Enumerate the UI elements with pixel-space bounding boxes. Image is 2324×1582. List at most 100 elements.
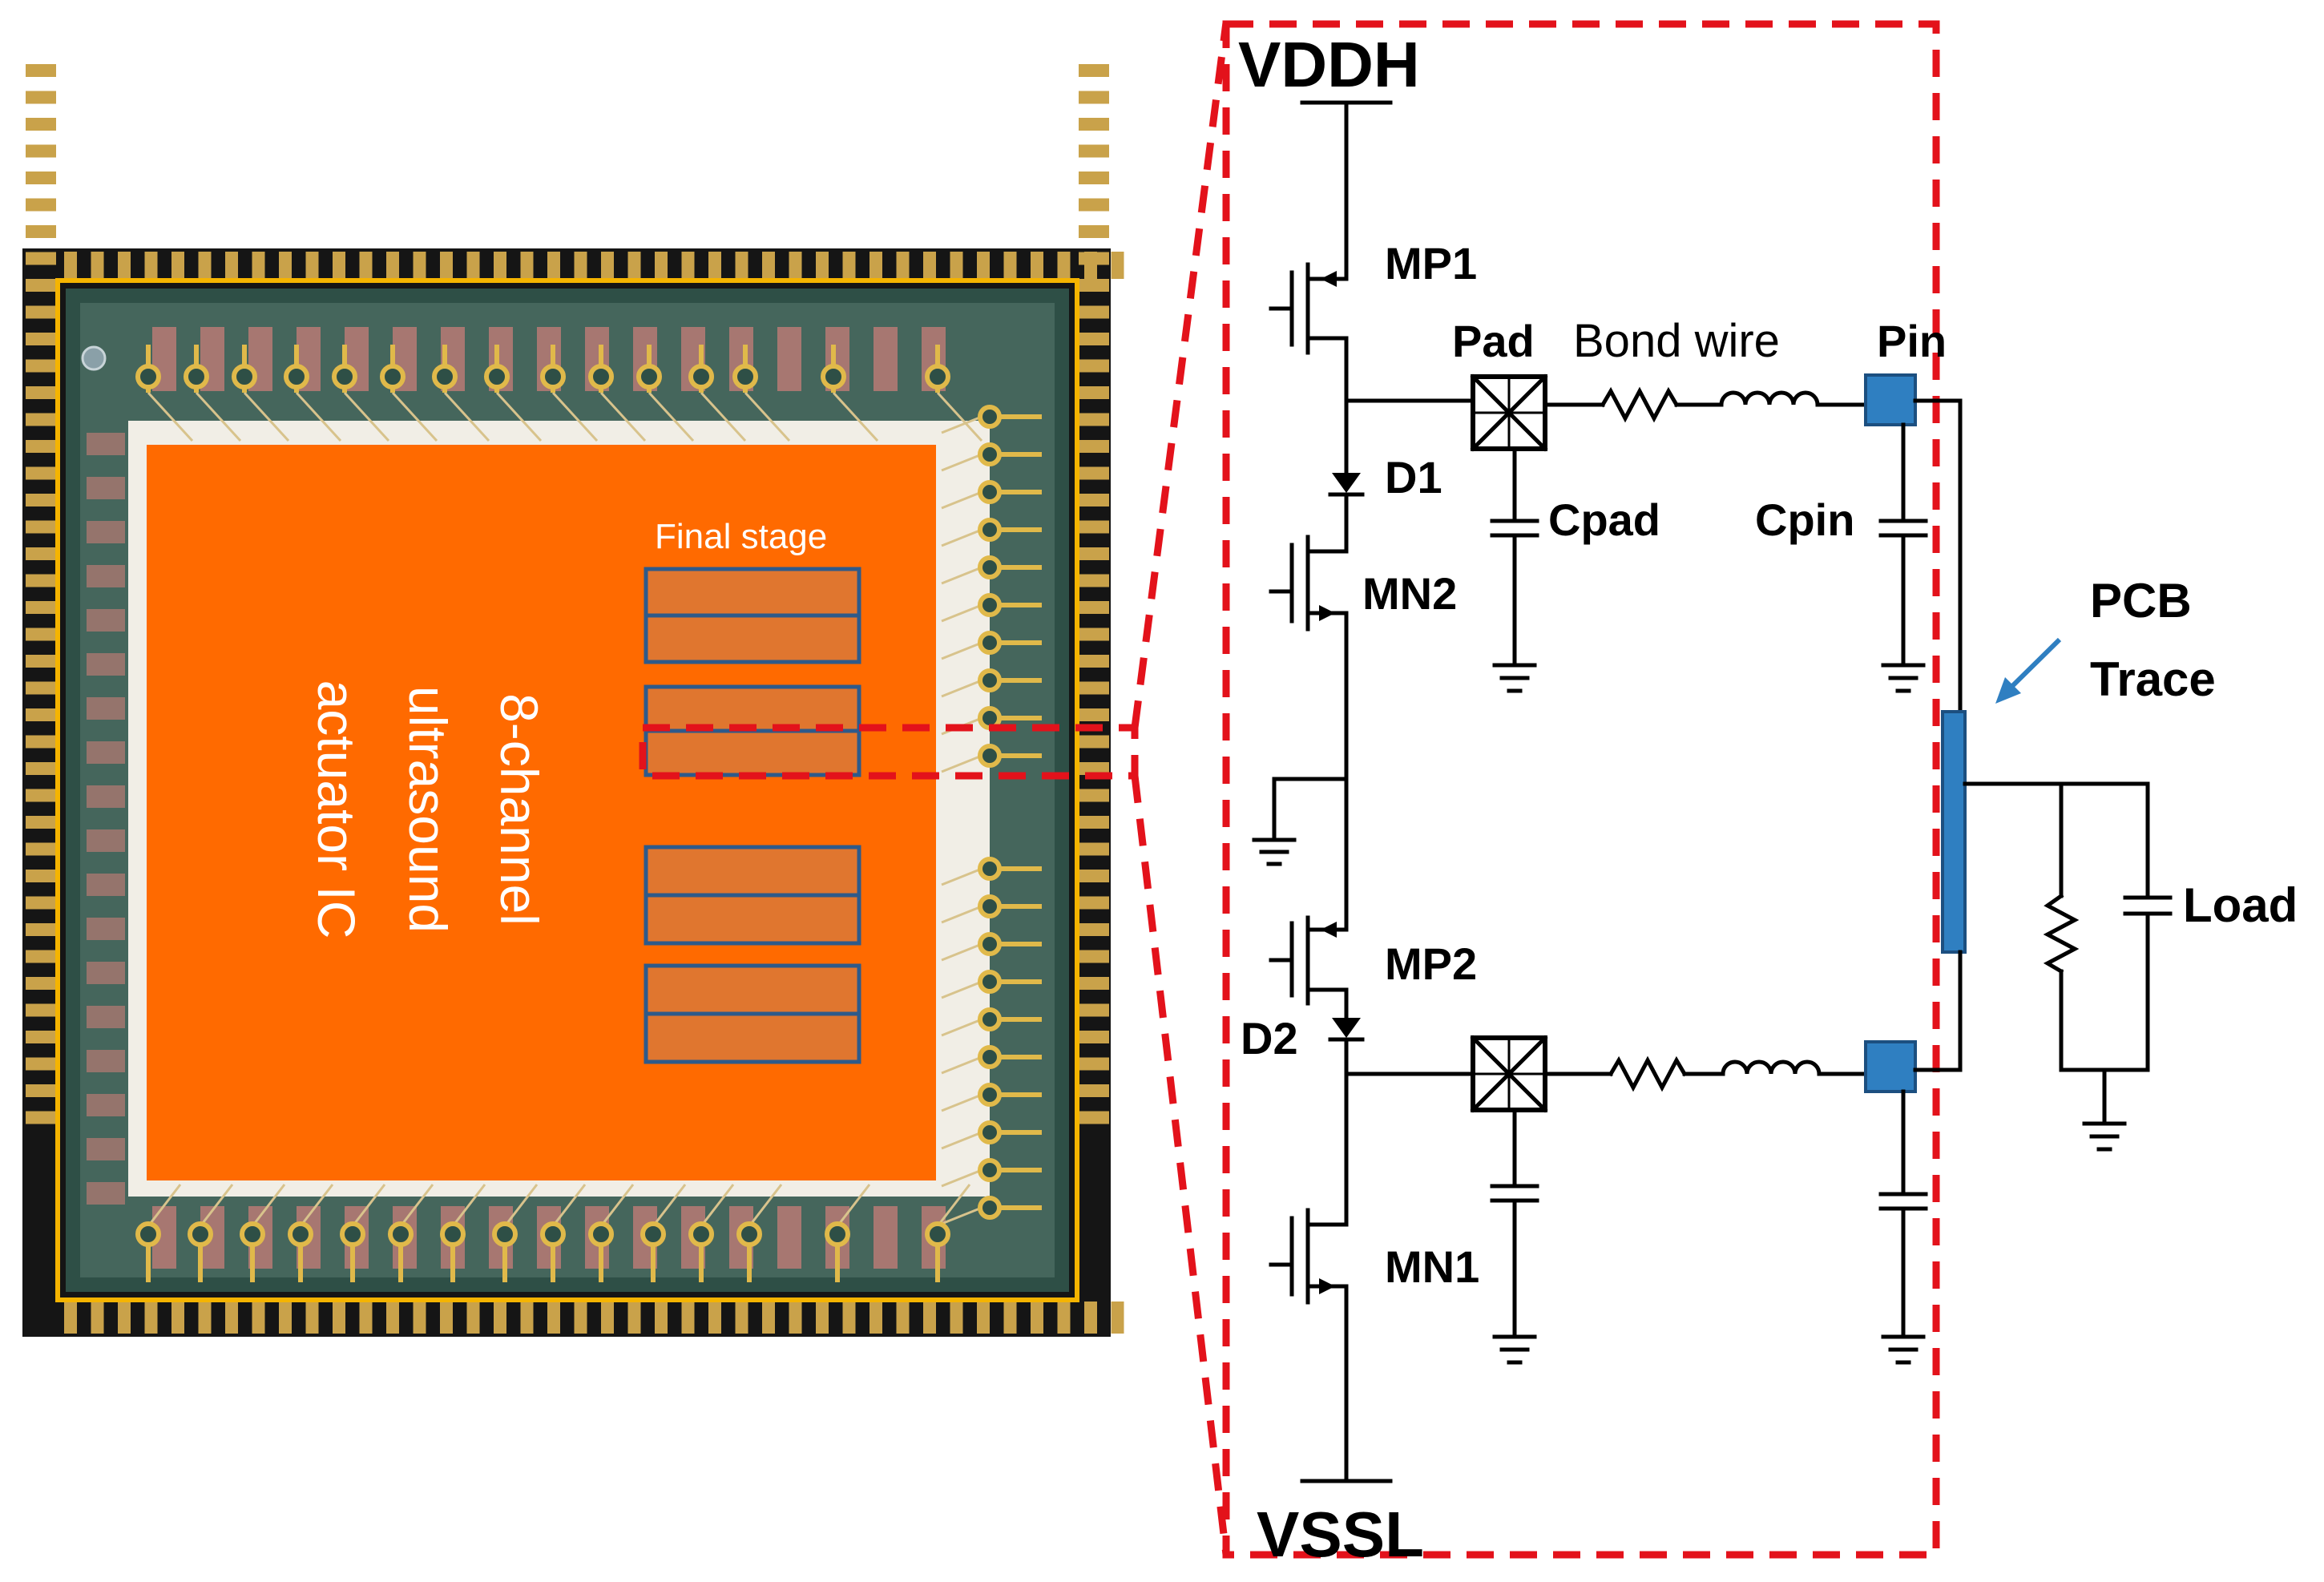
- lead-finger: [494, 1302, 506, 1334]
- lead-finger: [26, 440, 56, 453]
- bond-pad: [440, 1221, 466, 1247]
- lead-finger: [1079, 91, 1109, 104]
- transistor-mn1: [1269, 1208, 1349, 1483]
- lead-finger: [816, 252, 829, 279]
- lead-finger: [627, 1302, 641, 1334]
- lead-finger: [735, 1302, 748, 1334]
- bond-wire-strand: [941, 415, 982, 434]
- bond-wire-strand: [343, 391, 390, 442]
- pin-bottom: [1864, 1040, 1917, 1093]
- lead-finger: [26, 520, 56, 534]
- bond-wire-strand: [941, 1206, 982, 1225]
- bond-wire-strand: [299, 1184, 334, 1227]
- lead-finger: [601, 252, 614, 279]
- lead-finger: [26, 574, 56, 587]
- lead-finger: [333, 1302, 345, 1334]
- lead-finger: [789, 252, 802, 279]
- bond-pad: [978, 593, 1002, 617]
- bond-wire-strand: [941, 490, 982, 510]
- lead-finger: [762, 252, 775, 279]
- bond-wire-strand: [391, 391, 438, 442]
- pad-bottom: [1470, 1035, 1548, 1113]
- bond-wire-strand: [941, 1018, 982, 1037]
- lead-finger: [26, 1031, 56, 1043]
- lead-finger: [64, 252, 77, 279]
- bond-pad: [821, 364, 846, 389]
- label-pin: Pin: [1877, 316, 1947, 366]
- bond-wire-strand: [295, 391, 342, 442]
- bond-pad: [978, 480, 1002, 504]
- bond-pad: [135, 364, 161, 389]
- lead-finger: [896, 1302, 910, 1334]
- bond-wire-strand: [199, 1184, 234, 1227]
- schematic: VDDH VSSL MP1 D1: [1238, 29, 2298, 1570]
- io-pad: [87, 741, 125, 764]
- bond-pad: [484, 364, 510, 389]
- lead-finger: [171, 252, 184, 279]
- bond-pad: [825, 1221, 850, 1247]
- lead-finger: [26, 977, 56, 990]
- bond-pad: [978, 894, 1002, 918]
- io-pad: [777, 1206, 801, 1269]
- bond-pad: [736, 1221, 762, 1247]
- lead-finger: [386, 252, 399, 279]
- bond-wire-strand: [936, 391, 983, 442]
- bond-pad: [232, 364, 257, 389]
- lead-finger: [869, 252, 882, 279]
- lead-finger: [708, 1302, 721, 1334]
- lead-finger: [1079, 1084, 1109, 1097]
- lead-finger: [26, 386, 56, 399]
- bond-pad: [688, 364, 714, 389]
- lead-finger: [26, 1057, 56, 1071]
- io-pad: [87, 874, 125, 896]
- lead-finger: [440, 252, 453, 279]
- lead-finger: [305, 1302, 319, 1334]
- bond-pad: [978, 970, 1002, 994]
- lead-finger: [466, 1302, 480, 1334]
- bond-pad: [135, 1221, 161, 1247]
- transistor-mn2: [1269, 535, 1349, 781]
- lead-finger: [923, 252, 936, 279]
- lead-finger: [1057, 252, 1071, 279]
- lead-finger: [26, 896, 56, 910]
- label-bond-wire: Bond wire: [1573, 315, 1780, 367]
- lead-finger: [923, 1302, 936, 1334]
- lead-finger: [252, 252, 265, 279]
- final-stage-label: Final stage: [655, 517, 827, 556]
- lead-finger: [681, 252, 695, 279]
- lead-finger: [26, 950, 56, 963]
- lead-finger: [1079, 735, 1109, 749]
- lead-finger: [359, 252, 373, 279]
- bond-pad: [380, 364, 405, 389]
- io-pad: [87, 918, 125, 940]
- lead-finger: [681, 1302, 695, 1334]
- lead-finger: [118, 1302, 131, 1334]
- lead-finger: [977, 252, 990, 279]
- bond-wire-strand: [748, 1184, 783, 1227]
- lead-finger: [279, 252, 292, 279]
- bond-pad: [978, 1045, 1002, 1069]
- zoom-box: [1222, 20, 1940, 1559]
- lead-finger: [413, 1302, 426, 1334]
- bond-pad: [978, 1196, 1002, 1220]
- zoom-line-bottom: [1131, 775, 1230, 1556]
- lead-finger: [26, 91, 56, 104]
- io-pad: [87, 1050, 125, 1072]
- lead-finger: [950, 1302, 963, 1334]
- bond-wire-strand: [941, 566, 982, 585]
- lead-finger: [1079, 466, 1109, 480]
- bond-wire-strand: [941, 942, 982, 962]
- lead-finger: [26, 118, 56, 131]
- chip-title-line-1: 8-channel: [490, 693, 549, 926]
- lead-finger: [1057, 1302, 1071, 1334]
- bond-wire-strand: [599, 1184, 635, 1227]
- lead-finger: [1079, 279, 1109, 292]
- lead-finger: [896, 252, 910, 279]
- lead-finger: [1079, 64, 1109, 77]
- transistor-mp1: [1269, 248, 1349, 403]
- bond-pad: [184, 364, 209, 389]
- bond-pad: [925, 364, 950, 389]
- bond-wire-strand: [195, 391, 242, 442]
- cpad-top: [1490, 446, 1539, 693]
- bond-pad: [636, 364, 662, 389]
